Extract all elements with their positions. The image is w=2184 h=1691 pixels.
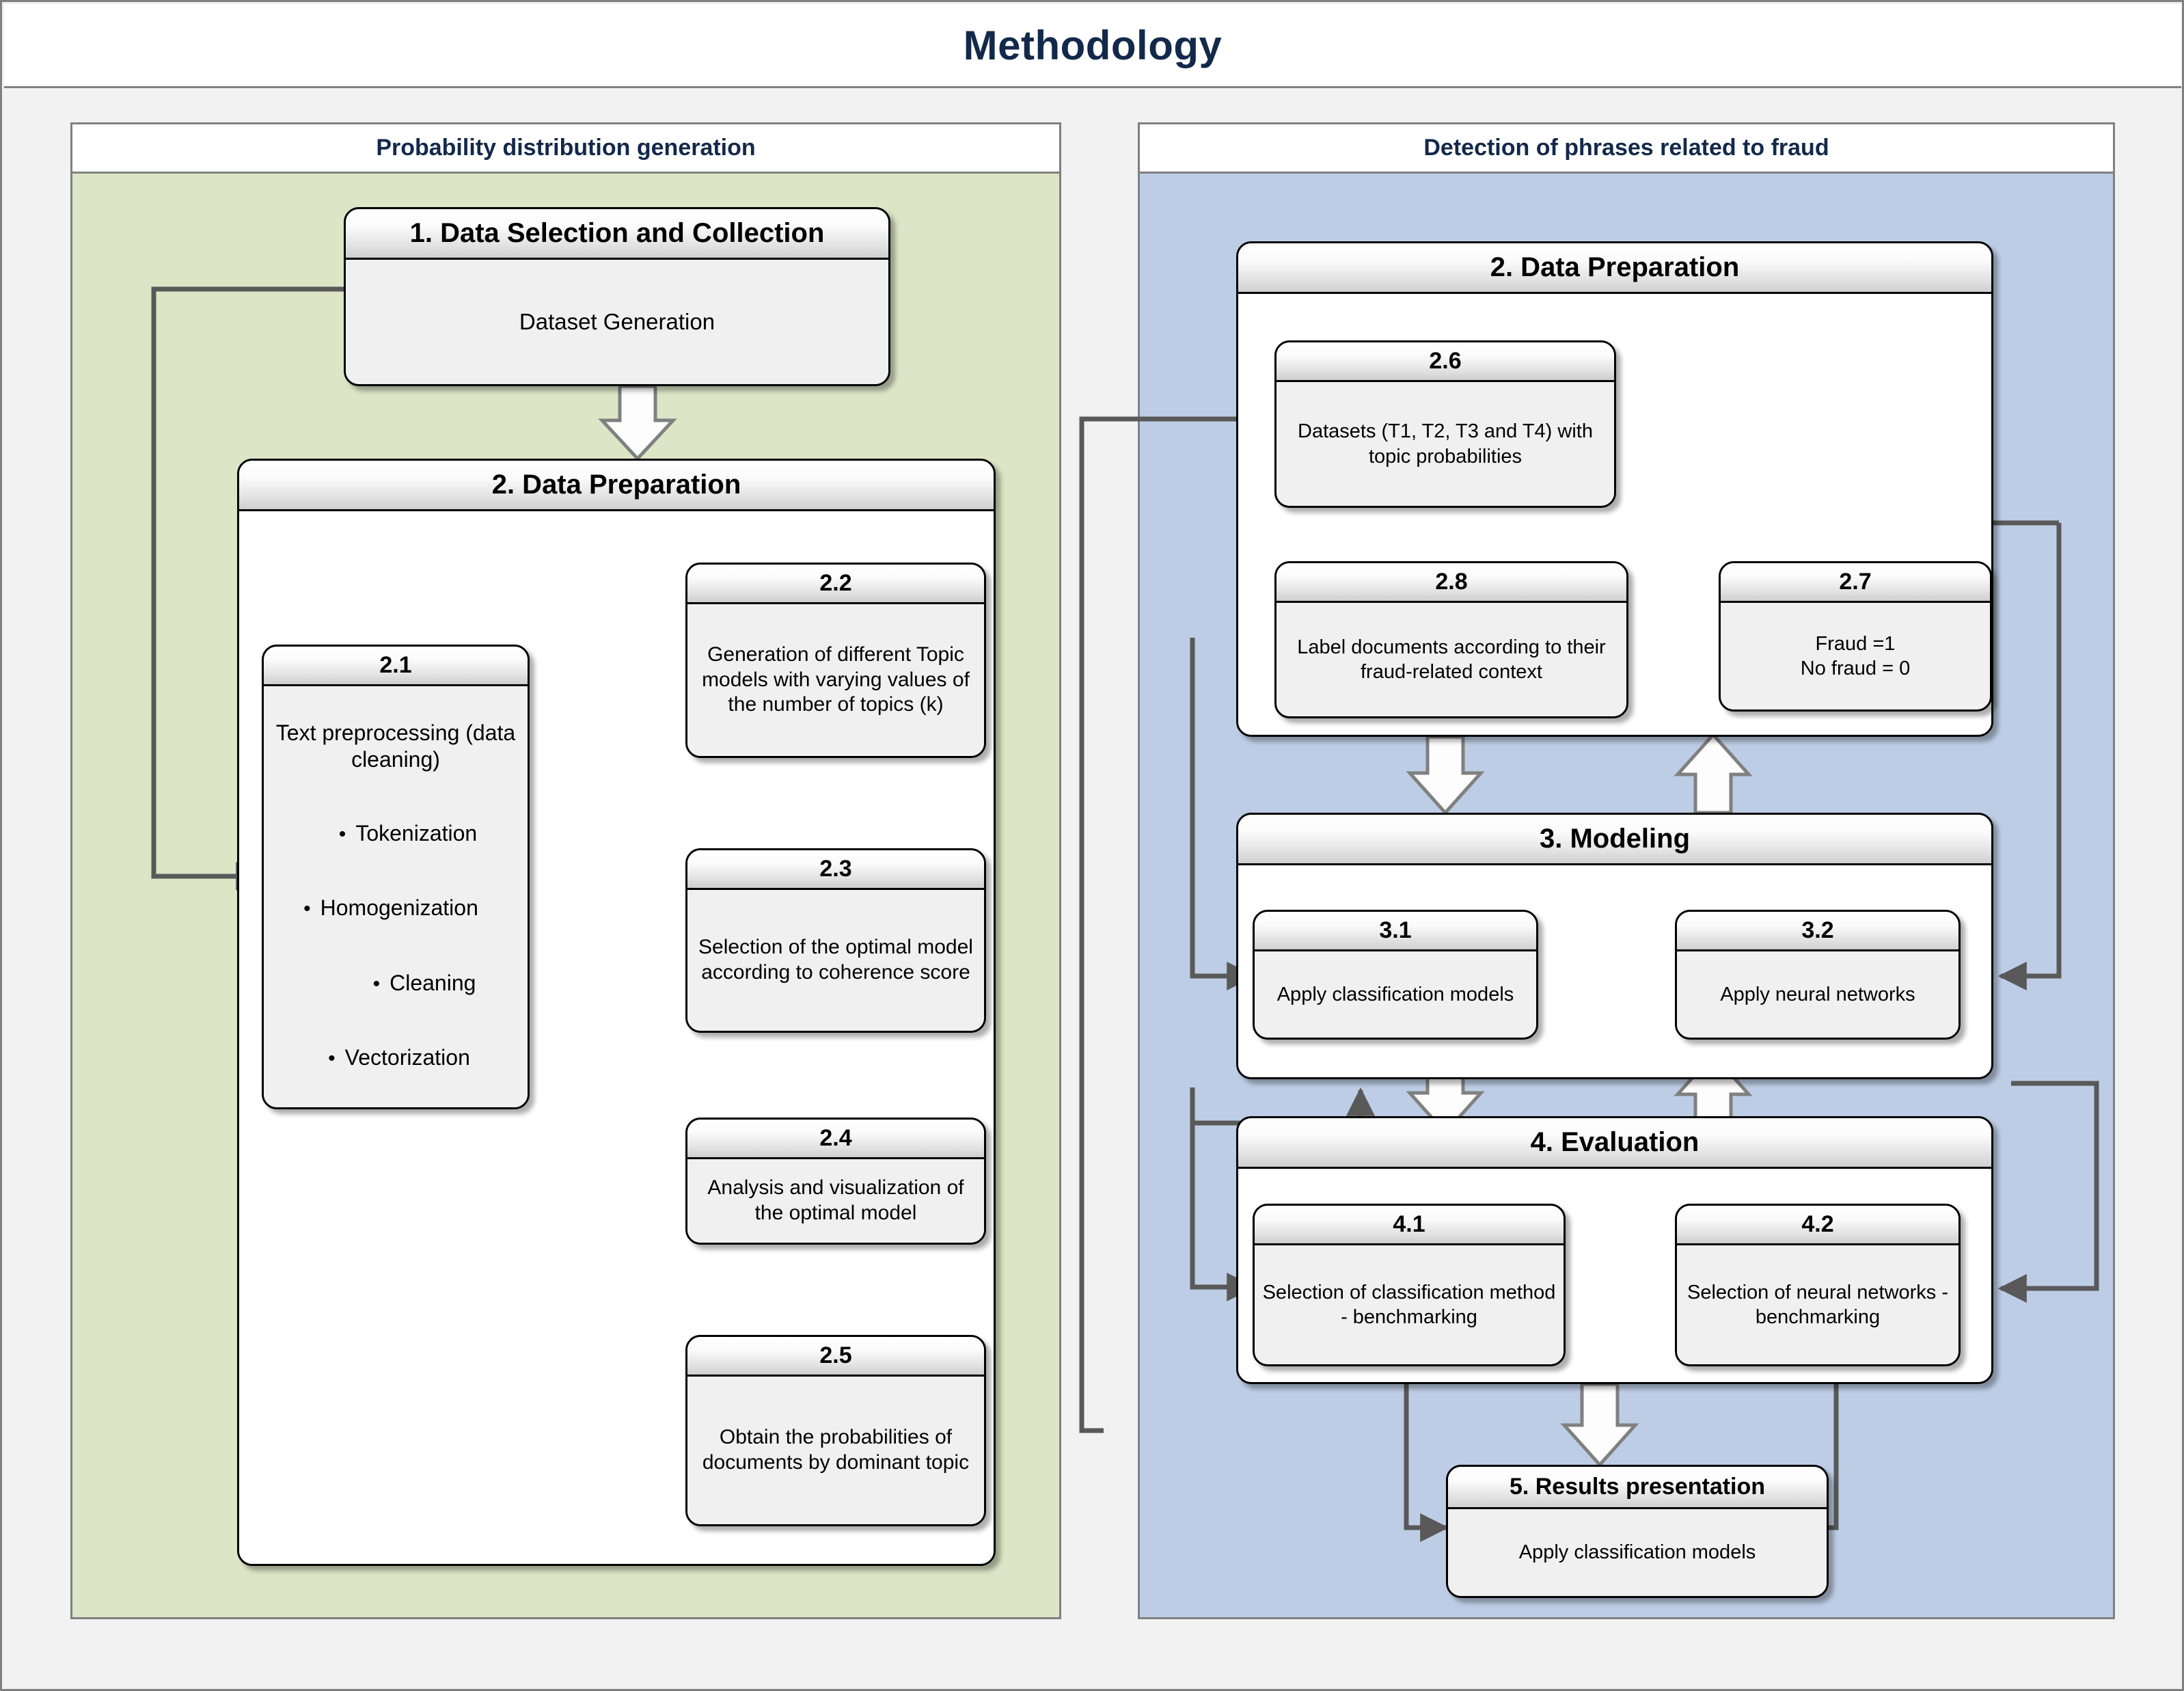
node-2-1-bullet-homogenization: Homogenization (303, 895, 478, 921)
node-2-4-body: Analysis and visualization of the optima… (687, 1159, 984, 1243)
node-2-7-header: 2.7 (1721, 563, 1990, 603)
node-2-5-body: Obtain the probabilities of documents by… (687, 1377, 984, 1524)
panel-left-header: Probability distribution generation (72, 124, 1059, 174)
node-1-data-selection-and-collection[interactable]: 1. Data Selection and Collection Dataset… (344, 207, 890, 386)
node-4-1-header: 4.1 (1255, 1206, 1564, 1245)
node-2-8-header: 2.8 (1277, 563, 1626, 603)
node-5-results-presentation[interactable]: 5. Results presentation Apply classifica… (1446, 1465, 1829, 1598)
node-2-7-fraud-labels[interactable]: 2.7 Fraud =1 No fraud = 0 (1719, 561, 1992, 712)
node-3-2-apply-neural-networks[interactable]: 3.2 Apply neural networks (1675, 910, 1961, 1040)
node-4-header: 4. Evaluation (1238, 1118, 1991, 1169)
panel-right-header: Detection of phrases related to fraud (1140, 124, 2113, 174)
node-2-2-generation-of-topic-models[interactable]: 2.2 Generation of different Topic models… (685, 563, 986, 758)
node-2-6-body: Datasets (T1, T2, T3 and T4) with topic … (1277, 382, 1614, 506)
node-2-left-header: 2. Data Preparation (239, 461, 994, 511)
panel-right-title: Detection of phrases related to fraud (1423, 135, 1829, 161)
node-2-1-header: 2.1 (264, 647, 528, 686)
node-4-1-body: Selection of classification method - ben… (1255, 1245, 1564, 1364)
node-4-2-selection-of-neural-networks[interactable]: 4.2 Selection of neural networks - bench… (1675, 1204, 1961, 1366)
node-2-7-body: Fraud =1 No fraud = 0 (1721, 603, 1990, 709)
node-1-body: Dataset Generation (346, 260, 888, 384)
node-2-2-header: 2.2 (687, 565, 984, 604)
node-2-1-lead: Text preprocessing (data cleaning) (275, 720, 516, 772)
node-2-8-body: Label documents according to their fraud… (1277, 603, 1626, 716)
panel-left-title: Probability distribution generation (376, 135, 756, 161)
node-2-right-header: 2. Data Preparation (1238, 243, 1991, 294)
node-2-1-body: Text preprocessing (data cleaning) Token… (264, 686, 528, 1107)
node-2-3-selection-of-optimal-model[interactable]: 2.3 Selection of the optimal model accor… (685, 848, 986, 1033)
node-4-1-selection-of-classification-method[interactable]: 4.1 Selection of classification method -… (1253, 1204, 1566, 1366)
node-2-8-label-documents[interactable]: 2.8 Label documents according to their f… (1274, 561, 1628, 718)
node-2-1-bullet-cleaning: Cleaning (373, 970, 476, 997)
node-2-2-body: Generation of different Topic models wit… (687, 604, 984, 756)
page-title: Methodology (963, 22, 1223, 68)
node-3-1-body: Apply classification models (1255, 951, 1536, 1038)
node-5-header: 5. Results presentation (1448, 1467, 1827, 1509)
node-2-4-analysis-and-visualization[interactable]: 2.4 Analysis and visualization of the op… (685, 1118, 986, 1245)
node-2-6-header: 2.6 (1277, 342, 1614, 382)
node-1-header: 1. Data Selection and Collection (346, 209, 888, 260)
node-2-5-header: 2.5 (687, 1337, 984, 1377)
node-2-1-text-preprocessing[interactable]: 2.1 Text preprocessing (data cleaning) T… (262, 645, 530, 1109)
node-3-1-apply-classification-models[interactable]: 3.1 Apply classification models (1253, 910, 1538, 1040)
node-3-1-header: 3.1 (1255, 912, 1536, 951)
node-3-header: 3. Modeling (1238, 815, 1991, 865)
node-2-1-bullet-tokenization: Tokenization (339, 820, 477, 847)
node-2-3-body: Selection of the optimal model according… (687, 890, 984, 1031)
node-4-2-header: 4.2 (1677, 1206, 1958, 1245)
node-2-1-bullet-list: Text preprocessing (data cleaning) Token… (264, 686, 528, 1107)
node-3-2-header: 3.2 (1677, 912, 1958, 951)
node-2-3-header: 2.3 (687, 850, 984, 890)
node-4-2-body: Selection of neural networks - benchmark… (1677, 1245, 1958, 1364)
node-5-body: Apply classification models (1448, 1509, 1827, 1596)
node-3-2-body: Apply neural networks (1677, 951, 1958, 1038)
diagram-title-bar: Methodology (4, 4, 2181, 88)
node-2-5-obtain-probabilities[interactable]: 2.5 Obtain the probabilities of document… (685, 1335, 986, 1526)
node-2-4-header: 2.4 (687, 1120, 984, 1159)
node-2-6-datasets-with-topic-probabilities[interactable]: 2.6 Datasets (T1, T2, T3 and T4) with to… (1274, 340, 1616, 508)
node-2-1-bullet-vectorization: Vectorization (328, 1044, 470, 1071)
